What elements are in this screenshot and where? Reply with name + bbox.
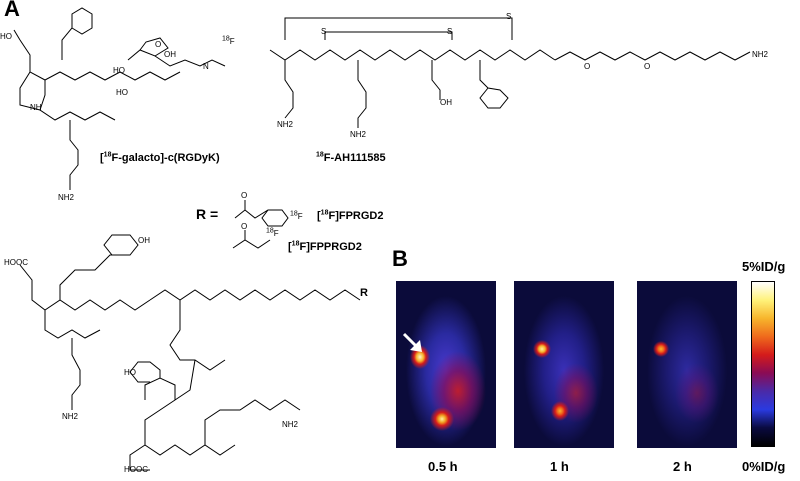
atom-r: R — [360, 287, 368, 299]
atom-hooc: HOOC — [4, 258, 28, 267]
r2-fpprgd2-label: [18F]FPPRGD2 — [288, 240, 362, 253]
pet-image-0-5h — [396, 281, 496, 448]
atom-ho: HO — [113, 66, 125, 75]
atom-n: N — [203, 62, 209, 71]
atom-ho: HO — [0, 32, 12, 41]
atom-s: S — [447, 27, 453, 36]
atom-f18: 18F — [222, 35, 235, 46]
compound-2-label: 18F-AH111585 — [316, 151, 386, 164]
atom-f18: 18F — [290, 210, 303, 221]
r-definition-label: R = — [196, 206, 219, 222]
atom-nh2: NH2 — [62, 412, 79, 421]
atom-s: S — [506, 12, 512, 21]
atom-nh: NH — [30, 103, 42, 112]
atom-s: S — [321, 27, 327, 36]
pet-image-1h — [514, 281, 614, 448]
atom-o: O — [241, 222, 248, 231]
atom-nh2: NH2 — [282, 420, 299, 429]
atom-nh2: NH2 — [58, 193, 75, 202]
atom-o: O — [584, 62, 591, 71]
atom-ho: HO — [124, 368, 136, 377]
atom-nh2: NH2 — [277, 120, 294, 129]
scale-max-label: 5%ID/g — [742, 259, 786, 274]
panel-a-letter: A — [4, 0, 20, 21]
atom-oh: OH — [138, 236, 150, 245]
atom-nh2: NH2 — [350, 130, 367, 139]
scale-min-label: 0%ID/g — [742, 459, 786, 474]
timepoint-label-2h: 2 h — [673, 459, 692, 474]
compound-1-label: [18F-galacto]-c(RGDyK) — [100, 151, 220, 164]
timepoint-label-0-5h: 0.5 h — [428, 459, 458, 474]
atom-oh: OH — [440, 98, 452, 107]
atom-hooc: HOOC — [124, 465, 148, 474]
atom-o: O — [644, 62, 651, 71]
r1-fprgd2-label: [18F]FPRGD2 — [317, 209, 384, 222]
atom-o: O — [241, 191, 248, 200]
atom-nh2: NH2 — [752, 50, 769, 59]
atom-f18: 18F — [266, 227, 279, 238]
timepoint-label-1h: 1 h — [550, 459, 569, 474]
arrow-icon — [402, 332, 422, 352]
panel-b-letter: B — [392, 246, 408, 271]
atom-o: O — [155, 40, 162, 49]
pet-image-2h — [637, 281, 737, 448]
atom-ho: HO — [116, 88, 128, 97]
colorbar — [751, 281, 775, 447]
atom-oh: OH — [164, 50, 176, 59]
